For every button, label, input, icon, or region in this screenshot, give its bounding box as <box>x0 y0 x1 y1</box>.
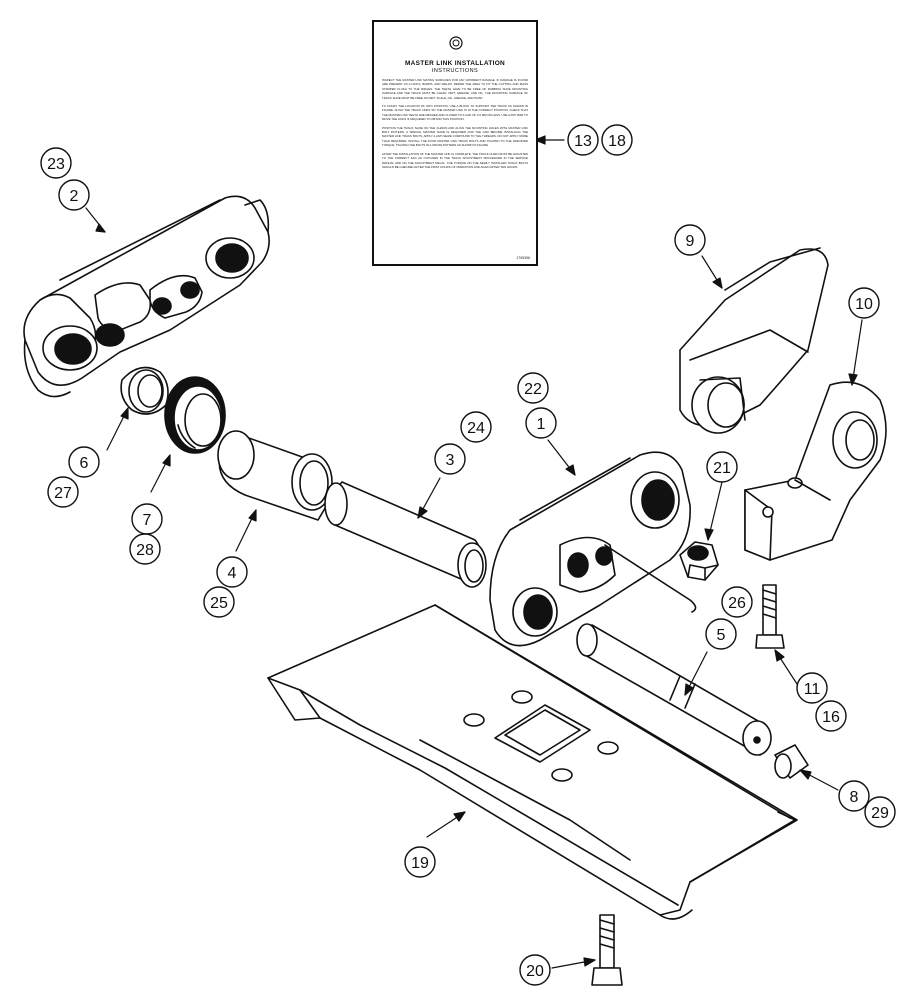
decal-title: MASTER LINK INSTALLATION <box>404 60 506 67</box>
callout-25-label: 25 <box>210 595 228 612</box>
callout-18-label: 18 <box>608 133 626 150</box>
callout-27-label: 27 <box>54 485 72 502</box>
leader-lines <box>85 135 863 969</box>
callout-19-label: 19 <box>411 855 429 872</box>
callout-26-label: 26 <box>728 595 746 612</box>
callout-4: 4 <box>216 556 248 588</box>
track-shoe-19 <box>267 604 798 920</box>
callout-23: 23 <box>40 147 72 179</box>
callout-16-label: 16 <box>822 709 840 726</box>
decal-paragraph-2: TO ASSIST THE LOCATION OF INTO POSITION,… <box>382 104 528 122</box>
callout-10-label: 10 <box>855 296 873 313</box>
callout-5-label: 5 <box>717 627 726 644</box>
callout-19: 19 <box>404 846 436 878</box>
callout-3-label: 3 <box>446 452 455 469</box>
callout-13: 13 <box>567 124 599 156</box>
callout-2-label: 2 <box>70 188 79 205</box>
callout-29-label: 29 <box>871 805 889 822</box>
decal-part-code: 1795396 <box>516 256 530 260</box>
callout-21: 21 <box>706 451 738 483</box>
callout-9: 9 <box>674 224 706 256</box>
callout-1: 1 <box>525 407 557 439</box>
decal-subtitle: INSTRUCTIONS <box>431 68 479 74</box>
callout-13-label: 13 <box>574 133 592 150</box>
callout-23-label: 23 <box>47 156 65 173</box>
callout-26: 26 <box>721 586 753 618</box>
callout-3: 3 <box>434 443 466 475</box>
left-link-half <box>23 195 270 398</box>
bolt-20 <box>591 914 623 986</box>
hex-nut-icon <box>449 36 463 50</box>
callout-11: 11 <box>796 672 828 704</box>
shoe-link-9 <box>679 247 829 434</box>
callout-25: 25 <box>203 586 235 618</box>
seal-ring-6 <box>120 366 169 415</box>
decal-paragraph-1: INSPECT THE MASTER LINK MATING SURFACES … <box>382 78 528 100</box>
shoe-link-10 <box>744 381 887 561</box>
callout-7: 7 <box>131 503 163 535</box>
seal-7 <box>164 376 226 454</box>
right-link-half <box>489 451 697 647</box>
callouts: 23 2 13 18 9 10 22 1 24 3 21 6 27 7 28 4… <box>40 124 896 986</box>
callout-5: 5 <box>705 618 737 650</box>
callout-21-label: 21 <box>713 460 731 477</box>
nut-21 <box>679 541 719 581</box>
callout-22-label: 22 <box>524 381 542 398</box>
callout-20-label: 20 <box>526 963 544 980</box>
decal-paragraph-3: POSITION THE TRACK SHOE ON THE CHAINS AN… <box>382 125 528 148</box>
callout-28: 28 <box>129 533 161 565</box>
callout-1-label: 1 <box>537 416 546 433</box>
callout-6: 6 <box>68 446 100 478</box>
decal-paragraph-4: AFTER THE INSTALLATION OF THE MASTER LIN… <box>382 151 528 169</box>
pin-3 <box>324 481 487 588</box>
pin-5 <box>576 623 772 756</box>
callout-7-label: 7 <box>143 512 152 529</box>
bushing-4 <box>217 430 333 521</box>
callout-22: 22 <box>517 372 549 404</box>
callout-4-label: 4 <box>228 565 237 582</box>
callout-28-label: 28 <box>136 542 154 559</box>
callout-8-label: 8 <box>850 789 859 806</box>
installation-instructions-decal: MASTER LINK INSTALLATION INSTRUCTIONS IN… <box>372 20 538 266</box>
callout-18: 18 <box>601 124 633 156</box>
callout-24-label: 24 <box>467 420 485 437</box>
callout-8: 8 <box>838 780 870 812</box>
callout-11-label: 11 <box>804 681 821 698</box>
callout-24: 24 <box>460 411 492 443</box>
callout-27: 27 <box>47 476 79 508</box>
callout-20: 20 <box>519 954 551 986</box>
callout-10: 10 <box>848 287 880 319</box>
callout-2: 2 <box>58 179 90 211</box>
callout-16: 16 <box>815 700 847 732</box>
callout-6-label: 6 <box>80 455 89 472</box>
callout-9-label: 9 <box>686 233 695 250</box>
callout-29: 29 <box>864 796 896 828</box>
bolt-11 <box>755 584 785 649</box>
